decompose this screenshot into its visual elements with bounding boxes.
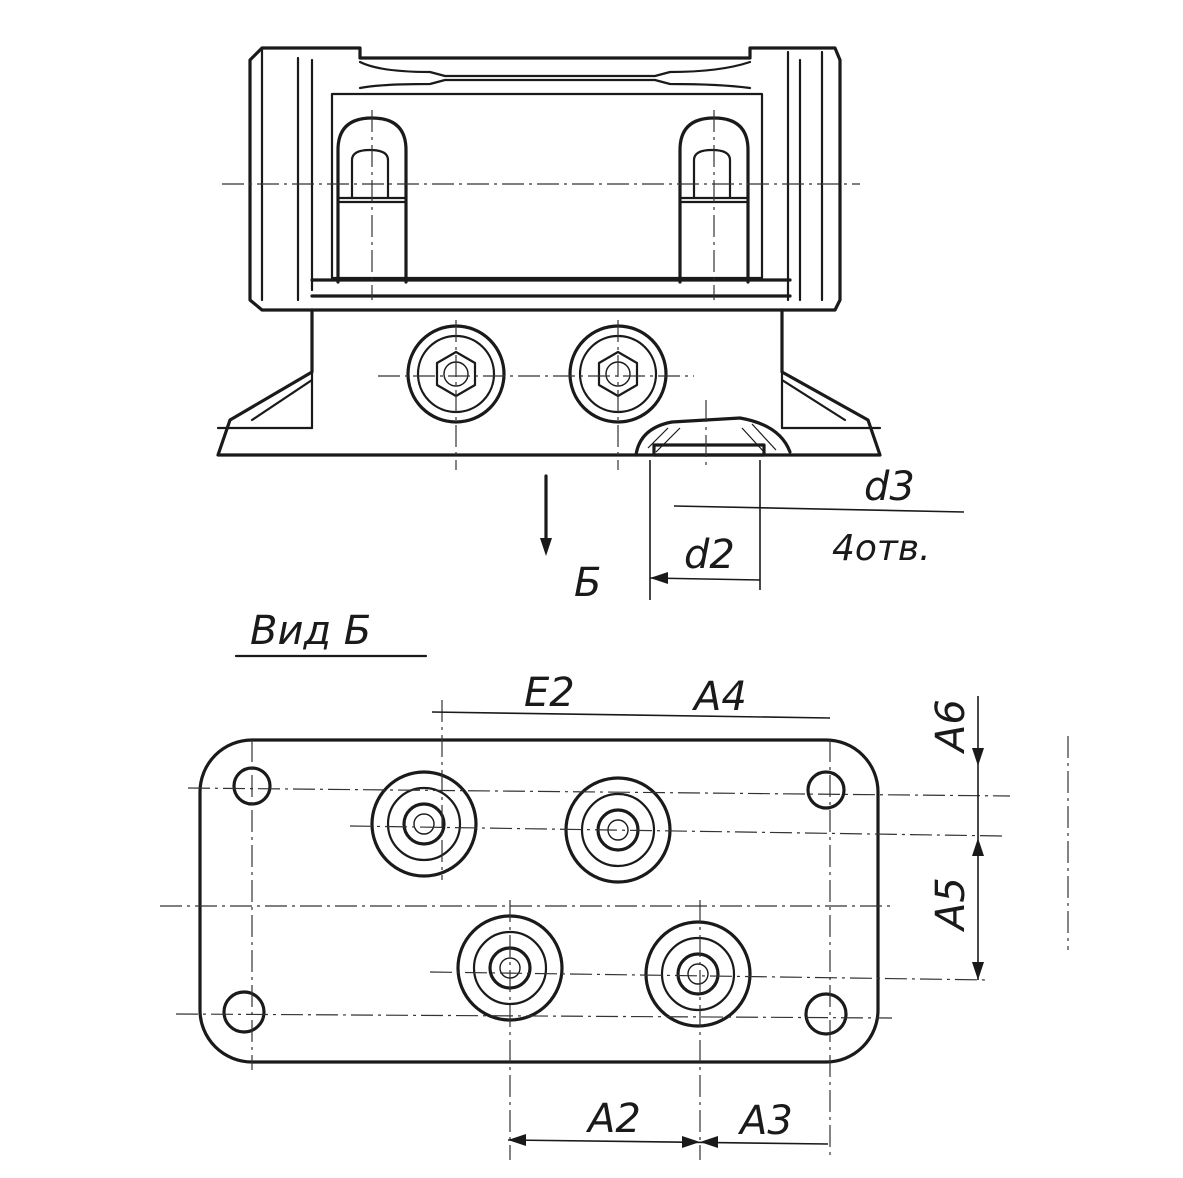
label-e2: E2: [524, 670, 575, 716]
dimension-d3: d3 4отв.: [649, 460, 965, 600]
label-a6: A6: [928, 699, 974, 755]
plan-axis-bottom-holes: [175, 1013, 893, 1019]
base-plate: [216, 308, 882, 457]
label-d3: d3: [864, 464, 915, 510]
mounting-hole-bottom-right: [804, 992, 848, 1036]
dimension-d2: d2: [649, 532, 761, 584]
inner-cavity: [330, 92, 764, 280]
right-rib: [780, 370, 847, 430]
label-a3: A3: [737, 1098, 793, 1144]
mounting-hole-top-right: [806, 770, 846, 810]
plan-axis-top-holes: [187, 787, 1011, 797]
plan-axis-bottom-ports: [429, 971, 991, 981]
label-a4: A4: [691, 674, 747, 720]
base-crossbar: [310, 278, 792, 298]
label-d2: d2: [684, 532, 735, 578]
plan-axis-top-ports: [349, 825, 1003, 837]
mounting-hole-bottom-left: [222, 990, 266, 1034]
left-rib: [250, 370, 314, 430]
front-elevation-view: [216, 46, 882, 556]
left-flange: [260, 46, 314, 302]
port-bottom-right: [644, 920, 752, 1028]
dimension-right: A6 A5: [928, 696, 984, 980]
label-b-marker: Б: [574, 560, 601, 606]
label-view-title: Вид Б: [250, 608, 371, 654]
mounting-hole-section: [634, 416, 792, 457]
dimension-bottom: A2 A3: [507, 1096, 829, 1148]
port-top-right: [564, 776, 672, 884]
view-title: Вид Б: [234, 608, 428, 658]
plate-outline: [198, 738, 880, 1064]
dimension-top: E2 A4: [431, 670, 831, 720]
label-hole-count: 4отв.: [832, 528, 931, 569]
port-bottom-left: [456, 914, 564, 1022]
right-flange: [786, 50, 824, 302]
port-top-left: [370, 770, 478, 878]
view-arrow-b: [540, 474, 552, 556]
tie-rod: [358, 60, 752, 90]
label-a5: A5: [928, 877, 974, 933]
plan-view: [160, 700, 1011, 1160]
label-a2: A2: [585, 1096, 641, 1142]
body-outline: [248, 46, 842, 312]
